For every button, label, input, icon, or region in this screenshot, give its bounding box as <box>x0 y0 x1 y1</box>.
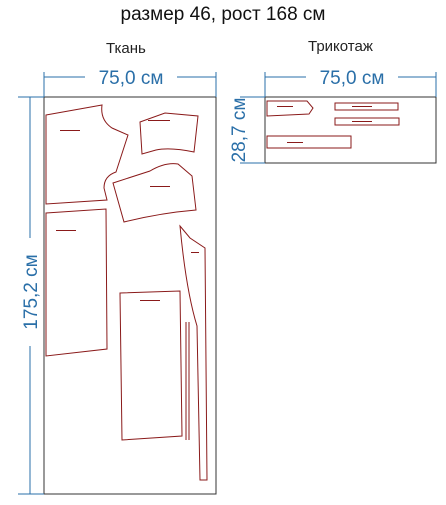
page-title: размер 46, рост 168 см <box>120 4 326 25</box>
pattern-piece-back <box>45 104 129 205</box>
fabric-label: Ткань <box>106 40 146 57</box>
piece-text-marker <box>277 106 293 107</box>
knit-piece-collar <box>266 100 314 117</box>
fabric-width-dimension: 75,0 см <box>43 68 217 97</box>
pattern-piece-sleeve-bottom <box>112 163 197 223</box>
pattern-piece-sleeve-top <box>139 112 199 155</box>
knit-width-label: 75,0 см <box>320 68 385 89</box>
knit-label: Трикотаж <box>308 38 373 55</box>
piece-text-marker <box>56 230 76 231</box>
pattern-piece-front-left <box>45 208 108 357</box>
fabric-length-label: 175,2 см <box>21 254 42 329</box>
pattern-piece-front-lower <box>119 290 183 441</box>
knit-width-dimension: 75,0 см <box>264 68 437 97</box>
piece-text-marker <box>287 142 303 143</box>
fabric-sheet <box>43 96 217 495</box>
piece-text-marker <box>150 186 170 187</box>
knit-piece-band-2 <box>334 117 400 126</box>
fabric-length-dimension: 175,2 см <box>18 96 44 495</box>
piece-text-marker <box>148 120 170 121</box>
piece-text-marker <box>191 252 199 253</box>
knit-sheet <box>264 96 437 164</box>
knit-length-dimension: 28,7 см <box>229 96 265 164</box>
knit-piece-cuff <box>266 135 352 149</box>
piece-text-marker <box>352 106 372 107</box>
piece-text-marker <box>140 300 160 301</box>
fabric-width-label: 75,0 см <box>99 68 164 89</box>
pattern-piece-facing <box>179 224 208 481</box>
knit-piece-band-1 <box>334 102 399 111</box>
knit-length-label: 28,7 см <box>229 98 250 163</box>
piece-text-marker <box>60 130 80 131</box>
piece-text-marker <box>352 121 372 122</box>
